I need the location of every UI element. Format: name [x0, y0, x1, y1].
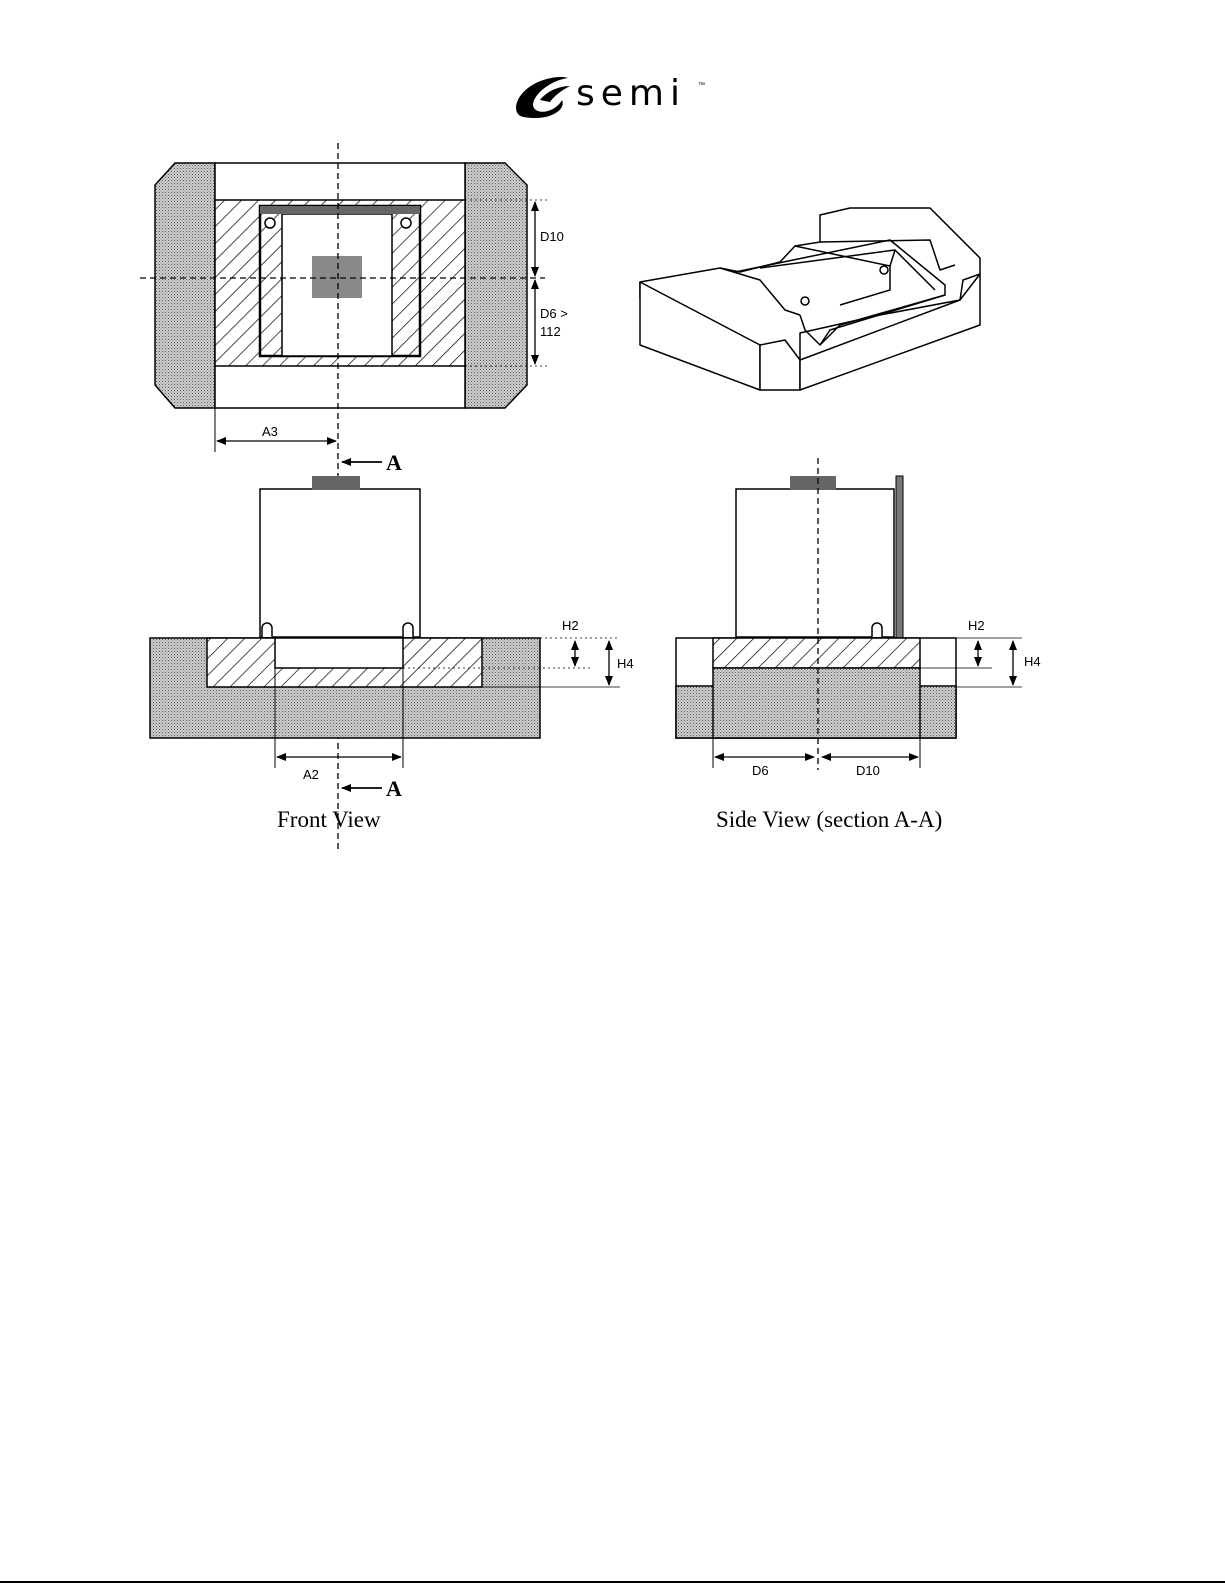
- side-carrier-box: [736, 489, 894, 637]
- d6-label-line2: 112: [540, 324, 561, 339]
- side-hatched-plate: [713, 638, 920, 668]
- page-bottom-rule: [0, 1581, 1225, 1583]
- side-handle: [790, 476, 836, 490]
- front-handle: [312, 476, 360, 490]
- section-label-top: A: [386, 450, 402, 475]
- section-label-bottom: A: [386, 776, 402, 801]
- front-pin-right: [403, 623, 413, 637]
- side-pin: [872, 623, 882, 637]
- d6-label-line1: D6 >: [540, 306, 568, 321]
- side-view-caption: Side View (section A-A): [716, 807, 942, 832]
- front-pocket: [275, 638, 403, 668]
- left-end-block: [155, 163, 215, 408]
- side-center-block: [713, 668, 920, 738]
- side-view: H2 H4 D6 D10 Side View (section A-A): [676, 458, 1041, 832]
- front-carrier-box: [260, 489, 420, 637]
- front-pin-left: [262, 623, 272, 637]
- center-pad: [312, 256, 362, 298]
- front-view-caption: Front View: [277, 807, 381, 832]
- a3-label: A3: [262, 424, 278, 439]
- side-h4-label: H4: [1024, 654, 1041, 669]
- side-d10-label: D10: [856, 763, 880, 778]
- locating-pin-left: [265, 218, 275, 228]
- side-rear-wall: [896, 476, 903, 638]
- front-h4-label: H4: [617, 656, 634, 671]
- front-h2-label: H2: [562, 618, 579, 633]
- front-view: H2 H4 A2 A A Front View: [150, 450, 634, 832]
- iso-pin-front: [801, 297, 809, 305]
- iso-pin-back: [880, 266, 888, 274]
- d10-label: D10: [540, 229, 564, 244]
- side-h2-label: H2: [968, 618, 985, 633]
- a2-label: A2: [303, 767, 319, 782]
- locating-pin-right: [401, 218, 411, 228]
- rail-top-bar: [260, 206, 420, 214]
- isometric-view: [640, 208, 980, 390]
- side-d6-label: D6: [752, 763, 769, 778]
